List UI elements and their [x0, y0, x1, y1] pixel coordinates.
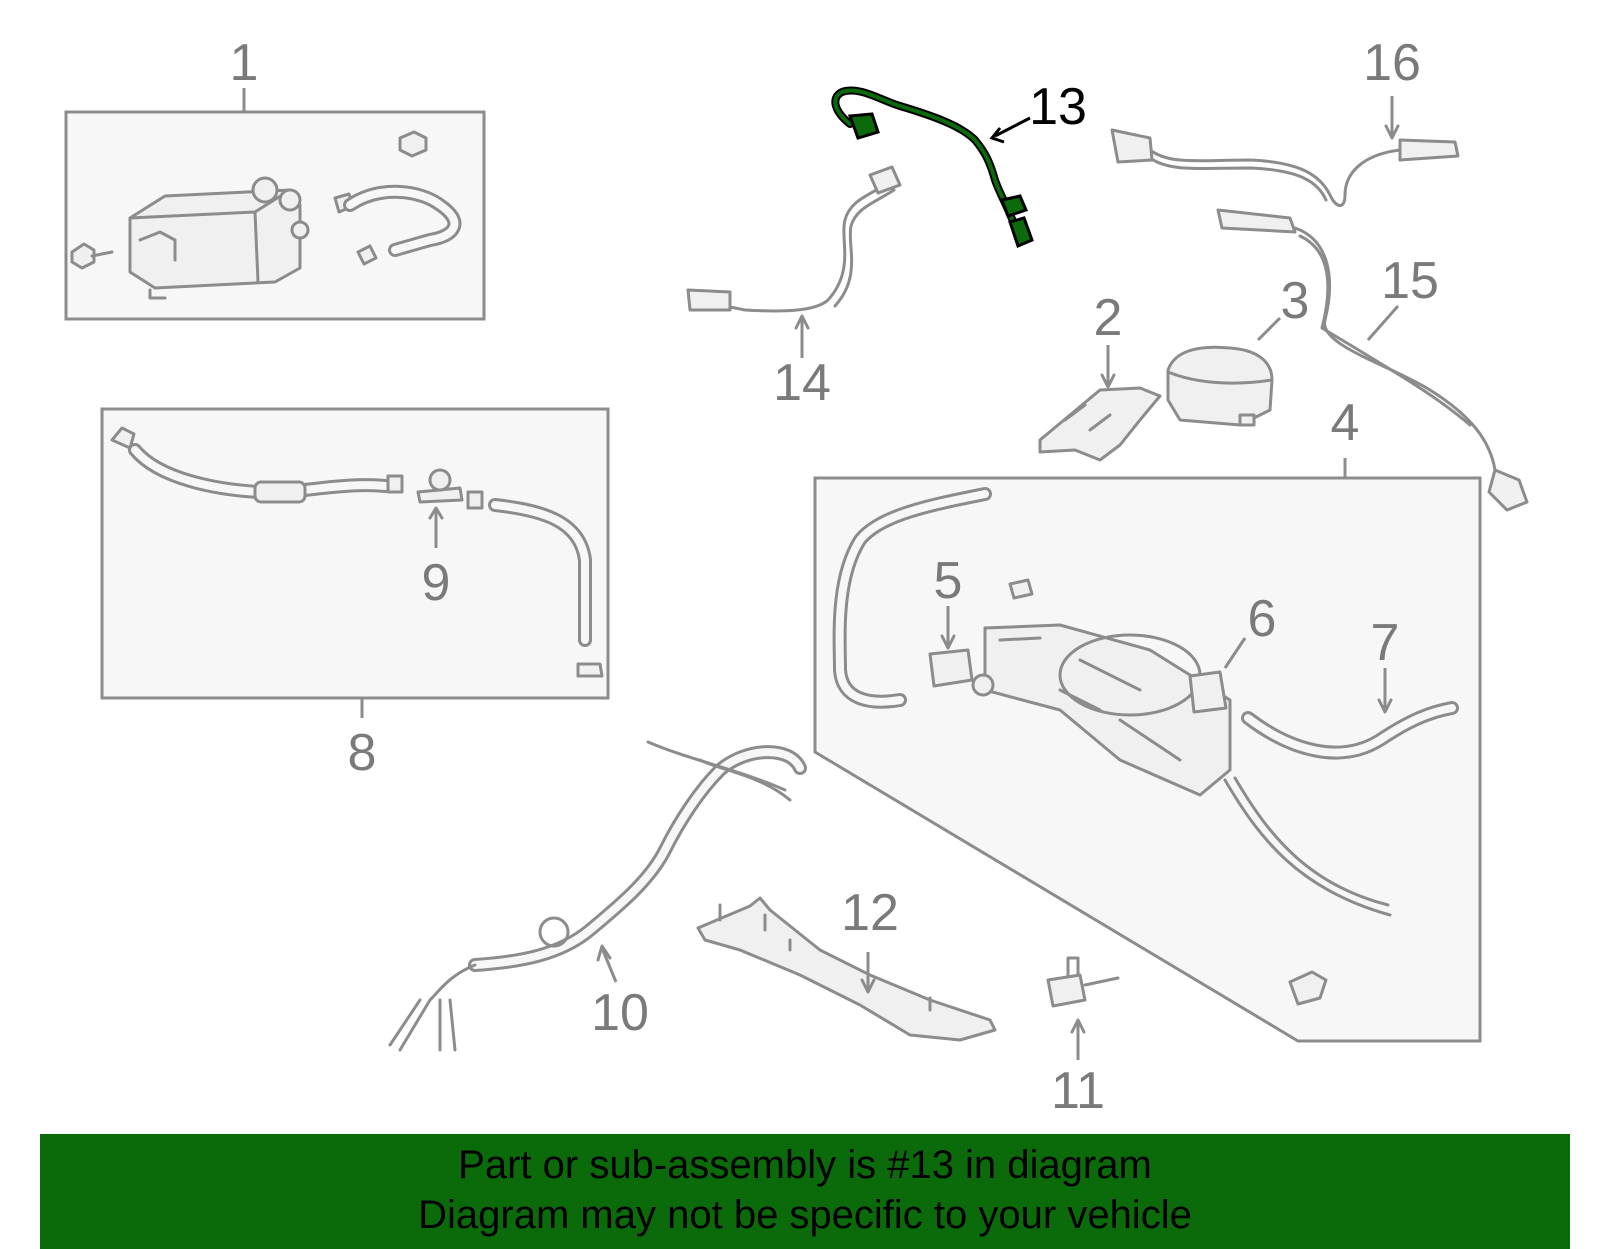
callout-4: 4	[1331, 394, 1360, 452]
part-2-bracket[interactable]	[1038, 345, 1162, 462]
callout-7: 7	[1371, 614, 1400, 672]
part-8-hose-group[interactable]	[100, 407, 610, 718]
part-1-canister-group[interactable]	[64, 88, 486, 321]
part-4-assembly-group[interactable]	[813, 458, 1482, 1043]
callout-10: 10	[591, 984, 649, 1042]
part-3-component[interactable]	[1166, 316, 1282, 427]
callout-11: 11	[1051, 1062, 1105, 1120]
part-8-box	[100, 407, 610, 700]
callout-14: 14	[773, 354, 831, 412]
part-16-sensor[interactable]	[1110, 96, 1460, 207]
callout-6: 6	[1248, 590, 1277, 648]
part-12-bracket[interactable]	[696, 896, 997, 1042]
callout-9: 9	[422, 554, 451, 612]
callout-12: 12	[841, 884, 899, 942]
info-banner: Part or sub-assembly is #13 in diagram D…	[40, 1134, 1570, 1249]
callout-2: 2	[1094, 289, 1123, 347]
callout-5: 5	[934, 552, 963, 610]
callout-8: 8	[348, 724, 377, 782]
banner-line-1: Part or sub-assembly is #13 in diagram	[458, 1143, 1152, 1187]
callout-1: 1	[230, 34, 259, 92]
callout-15: 15	[1381, 252, 1439, 310]
callout-13-highlighted: 13	[1029, 78, 1087, 136]
part-14-sensor[interactable]	[686, 165, 902, 358]
part-13-oxygen-sensor-highlighted[interactable]	[831, 86, 1034, 249]
callout-16: 16	[1363, 34, 1421, 92]
part-11-component[interactable]	[1046, 956, 1120, 1060]
banner-line-2: Diagram may not be specific to your vehi…	[418, 1193, 1192, 1237]
part-15-sensor[interactable]	[1216, 208, 1529, 512]
part-10-harness[interactable]	[388, 740, 807, 1052]
callout-3: 3	[1281, 272, 1310, 330]
parts-diagram: 1 2 3 4 5 6 7 8 9 10 11 12 13 14 15 16	[64, 34, 1529, 1120]
